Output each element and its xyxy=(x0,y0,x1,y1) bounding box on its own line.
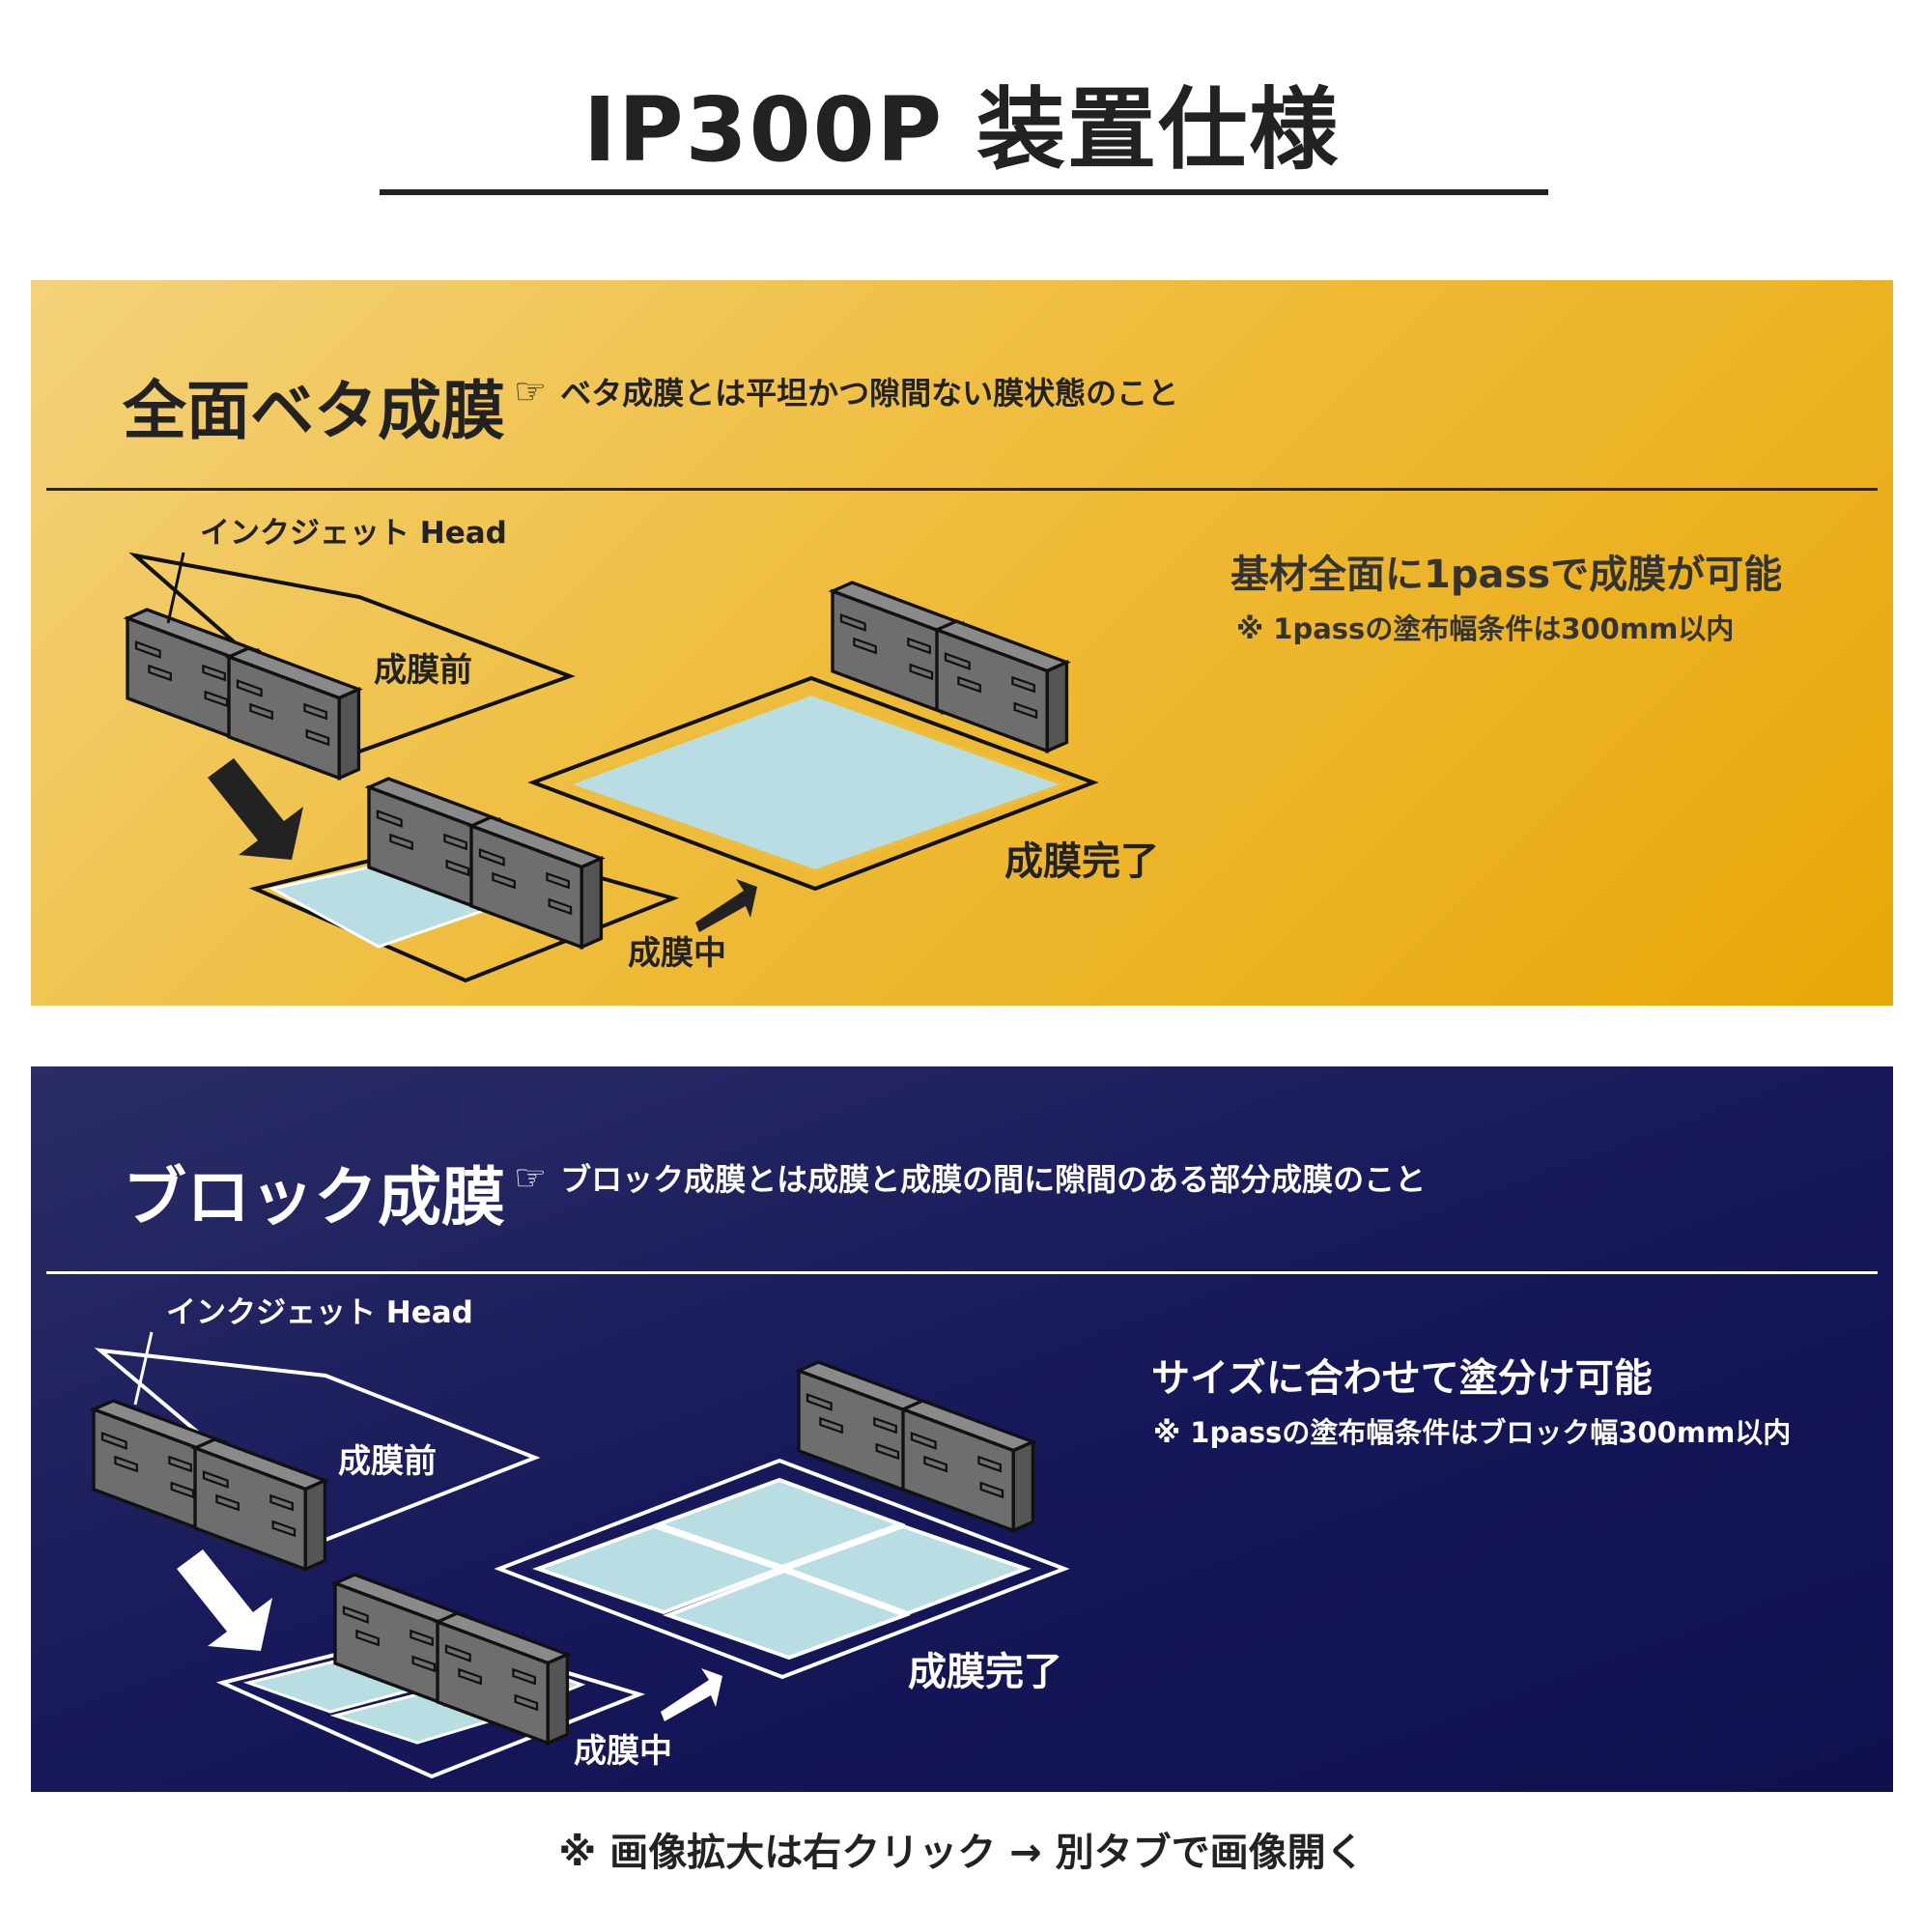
stage-done-label: 成膜完了 xyxy=(908,1650,1062,1694)
arrow-up-right-icon xyxy=(695,879,757,932)
side-note: ※ 1passの塗布幅条件は300mm以内 xyxy=(1236,612,1735,645)
title-underline xyxy=(380,189,1548,195)
inkjet-head-done-2 xyxy=(901,1399,1035,1533)
section-description: ☞ ベタ成膜とは平坦かつ隙間ない膜状態のこと xyxy=(514,369,1178,413)
side-note: ※ 1passの塗布幅条件はブロック幅300mm以内 xyxy=(1153,1416,1792,1449)
section-block-coating: ブロック成膜 ☞ ブロック成膜とは成膜と成膜の間に隙間のある部分成膜のこと イン… xyxy=(31,1066,1893,1792)
section-divider xyxy=(46,488,1878,491)
film-block-done-1 xyxy=(532,1523,785,1615)
section-divider xyxy=(46,1271,1878,1274)
block-coating-diagram: インクジェット Head 成膜前 成膜中 成膜完了 xyxy=(92,1295,1070,1779)
stage-during-label: 成膜中 xyxy=(574,1732,672,1771)
arrow-down-right-icon xyxy=(177,1549,272,1651)
film-done xyxy=(561,691,1070,874)
section-description-text: ベタ成膜とは平坦かつ隙間ない膜状態のこと xyxy=(560,375,1179,412)
side-title: サイズに合わせて塗分け可能 xyxy=(1151,1356,1653,1401)
stage-done-label: 成膜完了 xyxy=(1004,839,1159,884)
stage-before-label: 成膜前 xyxy=(374,651,472,690)
section-description: ☞ ブロック成膜とは成膜と成膜の間に隙間のある部分成膜のこと xyxy=(514,1155,1426,1200)
film-block-done-2 xyxy=(653,1477,906,1570)
substrate-done xyxy=(527,675,1099,892)
inkjet-head-during-2 xyxy=(469,815,604,950)
head-label: インクジェット Head xyxy=(166,1295,473,1330)
film-block-done-4 xyxy=(780,1523,1032,1616)
head-leader-line xyxy=(166,552,185,624)
head-leader-line xyxy=(133,1331,154,1406)
stage-before-label: 成膜前 xyxy=(338,1442,437,1481)
film-block-done-3 xyxy=(663,1568,911,1661)
head-label: インクジェット Head xyxy=(200,516,507,551)
substrate-done xyxy=(494,1458,1070,1680)
inkjet-head-before-2 xyxy=(227,646,361,781)
stage-during-label: 成膜中 xyxy=(628,934,726,973)
footer-note: ※ 画像拡大は右クリック → 別タブで画像開く xyxy=(558,1831,1365,1875)
full-coating-diagram: インクジェット Head 成膜前 成膜中 成膜完了 xyxy=(126,516,1159,983)
pointing-hand-icon: ☞ xyxy=(514,1156,548,1199)
pointing-hand-icon: ☞ xyxy=(514,370,548,412)
inkjet-head-before-2 xyxy=(193,1437,327,1572)
section-heading: 全面ベタ成膜 xyxy=(123,374,505,448)
arrow-up-right-icon xyxy=(661,1668,722,1721)
section-heading: ブロック成膜 xyxy=(123,1160,505,1235)
page-title: IP300P 装置仕様 xyxy=(582,78,1341,182)
section-description-text: ブロック成膜とは成膜と成膜の間に隙間のある部分成膜のこと xyxy=(560,1161,1427,1198)
section-full-coating: 全面ベタ成膜 ☞ ベタ成膜とは平坦かつ隙間ない膜状態のこと インクジェット He… xyxy=(31,280,1893,1006)
side-title: 基材全面に1passで成膜が可能 xyxy=(1230,553,1783,597)
arrow-down-right-icon xyxy=(208,758,303,860)
